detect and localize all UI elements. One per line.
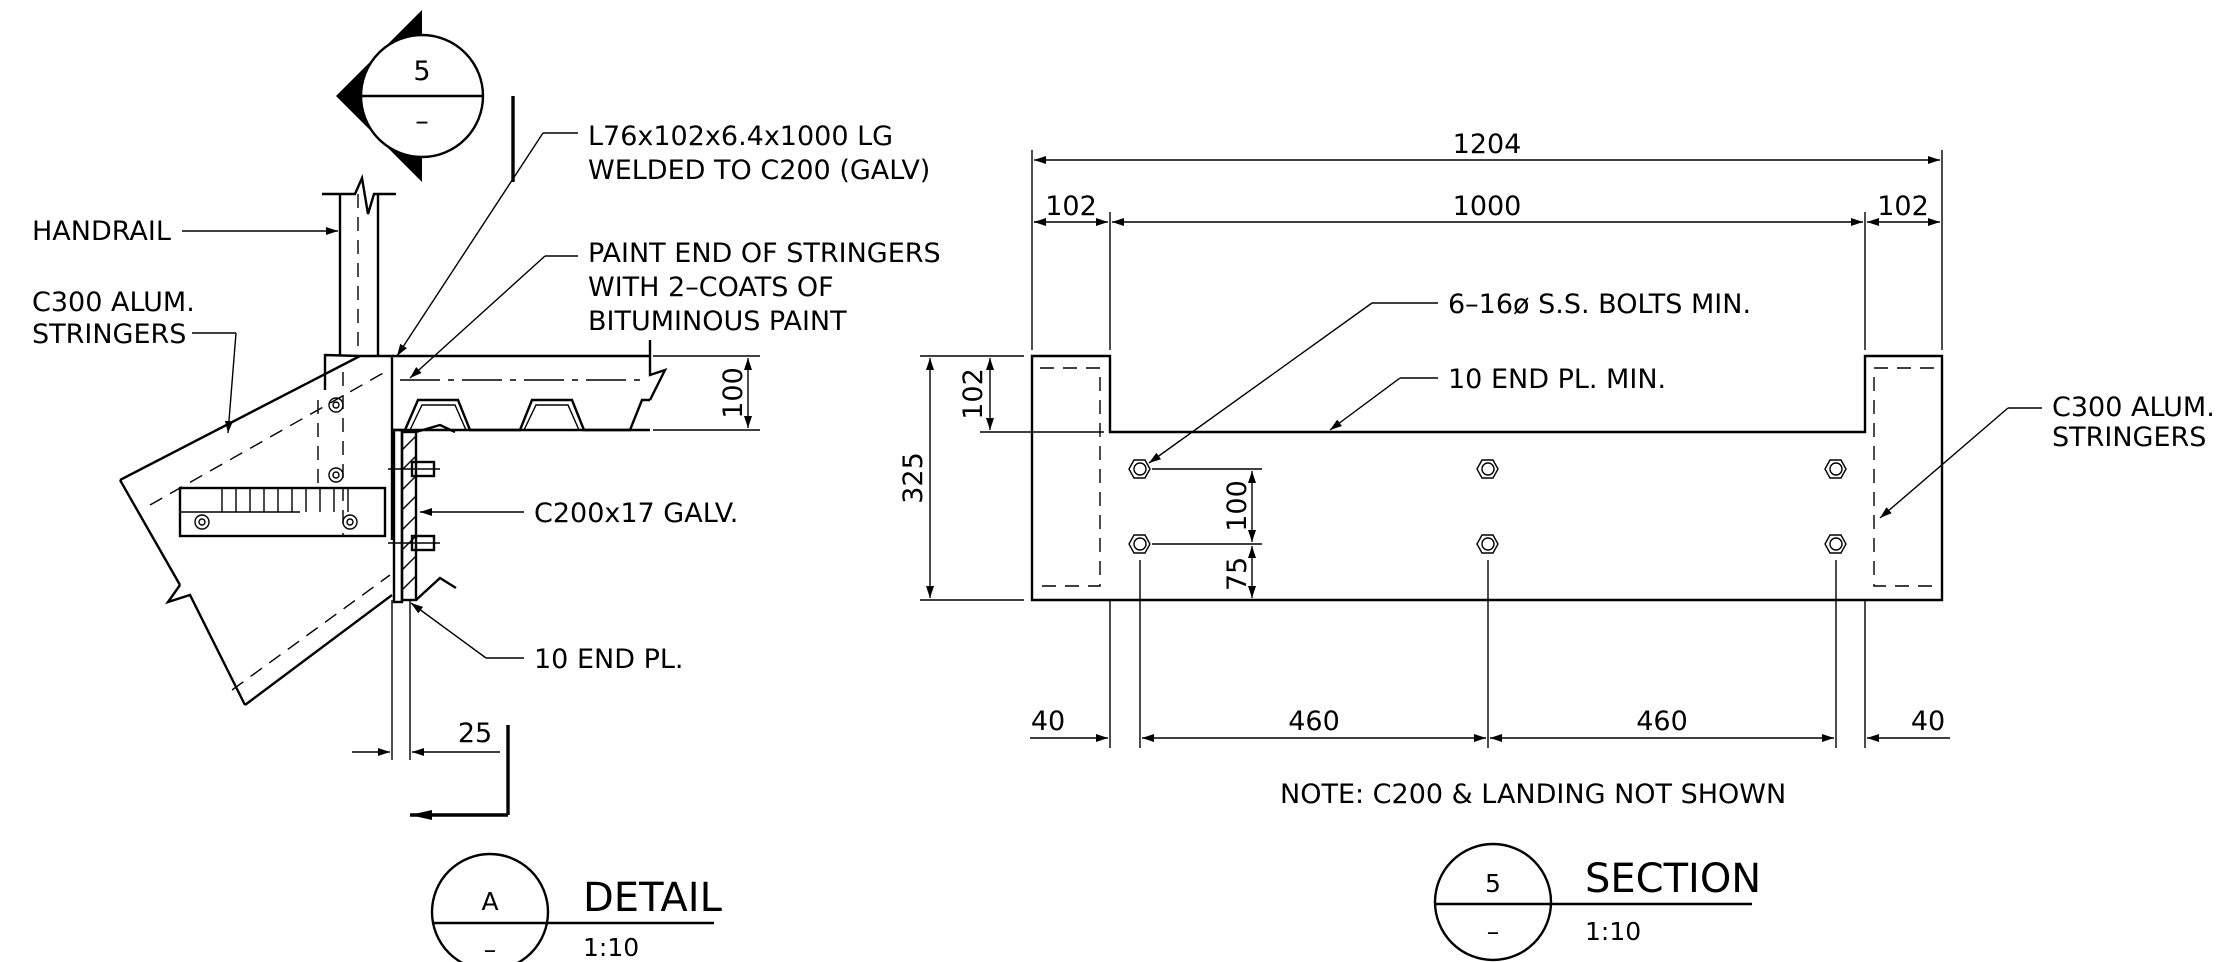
- section-5: 1204 102 1000 102 325: [898, 129, 2215, 962]
- section-stringers-line2: STRINGERS: [2052, 422, 2206, 453]
- dim-102-notch: 102: [958, 358, 1104, 433]
- bolt: [1128, 459, 1151, 479]
- stringers-label-line1: C300 ALUM.: [32, 287, 195, 318]
- label-stringers-section: C300 ALUM. STRINGERS: [1879, 392, 2215, 519]
- paint-label-line2: WITH 2–COATS OF: [588, 272, 834, 303]
- paint-label-line3: BITUMINOUS PAINT: [588, 306, 847, 337]
- label-end-plate-section: 10 END PL. MIN.: [1329, 364, 1666, 431]
- dim-1000-label: 1000: [1453, 191, 1522, 222]
- bolt: [1128, 534, 1151, 554]
- handrail-label: HANDRAIL: [32, 216, 171, 247]
- end-plate-label: 10 END PL.: [534, 644, 683, 675]
- label-channel: C200x17 GALV.: [420, 498, 738, 529]
- dim-100-bolts-label: 100: [1222, 480, 1253, 532]
- dim-100-label: 100: [718, 367, 749, 419]
- section-title-block: 5 – SECTION 1:10: [1433, 842, 1761, 962]
- bolt: [1824, 534, 1847, 554]
- dim-1000: 1000: [1112, 191, 1866, 350]
- detail-letter: A: [481, 887, 498, 916]
- dim-40-right-label: 40: [1911, 706, 1945, 737]
- label-end-plate-detail: 10 END PL.: [410, 602, 683, 675]
- dim-75-label: 75: [1222, 557, 1253, 591]
- dim-102-right: 102: [1867, 191, 1940, 226]
- bolts-label: 6–16ø S.S. BOLTS MIN.: [1448, 289, 1751, 320]
- dim-102-notch-label: 102: [958, 368, 989, 420]
- dim-25-detail: 25: [352, 600, 510, 820]
- dim-25-label: 25: [458, 718, 492, 749]
- section-stringers-line1: C300 ALUM.: [2052, 392, 2215, 423]
- detail-scale: 1:10: [583, 933, 639, 962]
- callout-sheet: –: [415, 106, 429, 137]
- detail-a: 5 –: [32, 10, 941, 962]
- detail-title-block: A – DETAIL 1:10: [430, 852, 723, 962]
- bolt: [1476, 459, 1499, 479]
- label-handrail: HANDRAIL: [32, 216, 338, 247]
- dim-102-left-label: 102: [1045, 191, 1097, 222]
- dim-1204: 1204: [1031, 129, 1943, 350]
- detail-sheet: –: [484, 935, 497, 962]
- angle-label-line2: WELDED TO C200 (GALV): [588, 155, 930, 186]
- angle-label-line1: L76x102x6.4x1000 LG: [588, 121, 893, 152]
- bolt: [1824, 459, 1847, 479]
- section-body: [1030, 354, 1944, 602]
- dim-75: 75: [1222, 546, 1256, 598]
- section-note: NOTE: C200 & LANDING NOT SHOWN: [1280, 779, 1786, 810]
- dim-460-a-label: 460: [1288, 706, 1340, 737]
- dim-325: 325: [898, 355, 1024, 601]
- bolt: [1476, 534, 1499, 554]
- callout-number: 5: [413, 56, 430, 87]
- bolts-detail: [388, 460, 440, 552]
- paint-label-line1: PAINT END OF STRINGERS: [588, 238, 941, 269]
- section-cut-marker-top: 5 –: [336, 10, 515, 182]
- stringer-c300: [118, 354, 393, 706]
- channel-c200: [392, 423, 457, 604]
- section-sheet: –: [1487, 917, 1500, 946]
- section-scale: 1:10: [1585, 917, 1641, 946]
- label-angle: L76x102x6.4x1000 LG WELDED TO C200 (GALV…: [396, 121, 930, 357]
- bottom-dims: 40 460 460 40: [1030, 560, 1950, 748]
- end-plate-min-label: 10 END PL. MIN.: [1448, 364, 1666, 395]
- section-number: 5: [1485, 869, 1501, 898]
- dim-102-right-label: 102: [1877, 191, 1929, 222]
- stair-tread: [178, 486, 387, 538]
- detail-title: DETAIL: [583, 875, 723, 921]
- label-paint: PAINT END OF STRINGERS WITH 2–COATS OF B…: [409, 238, 941, 379]
- dim-460-b-label: 460: [1636, 706, 1688, 737]
- label-stringers-detail: C300 ALUM. STRINGERS: [32, 287, 237, 434]
- dim-102-left: 102: [1034, 191, 1111, 350]
- dim-1204-label: 1204: [1453, 129, 1522, 160]
- handrail-post: [322, 173, 396, 356]
- dim-40-left-label: 40: [1031, 706, 1065, 737]
- dim-100-detail: 100: [653, 355, 760, 431]
- dim-325-label: 325: [898, 452, 929, 504]
- dim-100-bolts: 100: [1152, 468, 1262, 545]
- landing-deck: [392, 340, 668, 432]
- label-bolts: 6–16ø S.S. BOLTS MIN.: [1148, 289, 1751, 464]
- section-title: SECTION: [1585, 856, 1761, 902]
- stringers-label-line2: STRINGERS: [32, 319, 186, 350]
- channel-label: C200x17 GALV.: [534, 498, 738, 529]
- section-bolts: [1128, 459, 1847, 554]
- angle-l76: [323, 353, 394, 540]
